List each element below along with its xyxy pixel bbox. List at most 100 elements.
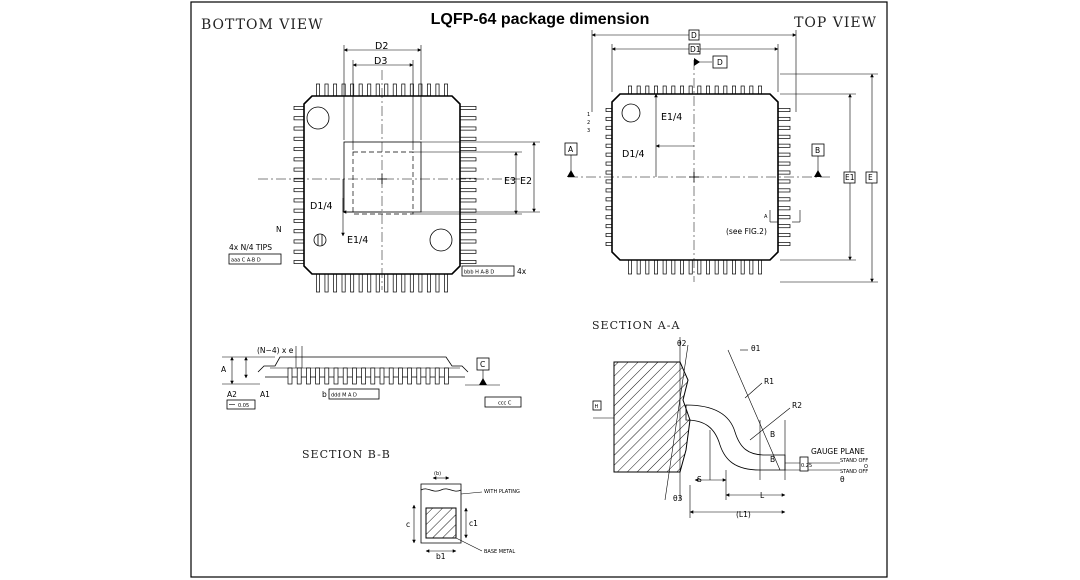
stand-off-1: STAND OFF — [840, 458, 868, 464]
pin-1-label: 1 — [587, 112, 590, 118]
pin-3-label: 3 — [587, 128, 590, 134]
dim-e1-4: E1/4 — [347, 235, 368, 246]
section-a-mark: A — [764, 214, 768, 220]
fcf-ccc: ccc C — [498, 401, 512, 407]
dim-a2: A2 — [227, 390, 237, 399]
lead-pin — [333, 273, 338, 293]
lead-pin — [401, 273, 406, 293]
side-lead — [287, 367, 293, 385]
lead-pin — [418, 273, 423, 293]
side-view: A A2 A1 0.05 (N−4) x e b ddd M A D C ccc… — [221, 346, 522, 410]
b-ref-1: B — [770, 430, 775, 439]
o-label: O — [864, 464, 868, 470]
base-metal-label: BASE METAL — [484, 549, 515, 555]
dim-d1: D1 — [690, 45, 701, 54]
pin-2-label: 2 — [587, 120, 590, 126]
side-lead — [315, 367, 320, 385]
tol-005: 0.05 — [238, 403, 249, 409]
h-datum: H — [595, 404, 599, 410]
section-aa-heading: SECTION A-A — [592, 319, 680, 332]
side-lead — [388, 367, 394, 385]
page-title: LQFP-64 package dimension — [431, 11, 650, 28]
lead-pin — [375, 273, 380, 293]
r1-label: R1 — [764, 377, 774, 386]
dim-a: A — [221, 365, 227, 374]
side-lead — [370, 367, 376, 385]
lead-pin — [367, 273, 372, 293]
lead-pin — [444, 273, 448, 293]
s-label: S — [697, 475, 702, 484]
side-lead — [324, 367, 330, 385]
drawing-frame — [190, 1, 888, 578]
side-lead — [379, 367, 385, 385]
r2-label: R2 — [792, 401, 802, 410]
with-plating-label: WITH PLATING — [484, 489, 520, 495]
side-lead — [342, 367, 348, 385]
dim-e3: E3 — [504, 176, 516, 187]
dim-e1: E1 — [845, 173, 855, 182]
side-lead — [398, 367, 403, 385]
dim-d: D — [691, 31, 697, 40]
tips-fcf: aaa C A-B D — [231, 258, 261, 264]
datum-a: A — [568, 145, 574, 154]
bottom-ejector-mark — [306, 106, 330, 130]
lead-pin — [435, 273, 440, 293]
stand-off-2: STAND OFF — [840, 469, 868, 475]
b-ref-2: B — [770, 455, 775, 464]
l-label: L — [760, 491, 765, 500]
side-lead — [352, 367, 357, 385]
datum-c: C — [480, 360, 485, 369]
side-lead — [434, 367, 440, 385]
b-paren-label: (b) — [434, 471, 441, 477]
pin-n-label: N — [276, 225, 282, 234]
gauge-plane-label: GAUGE PLANE — [811, 447, 865, 456]
dim-d3: D3 — [374, 56, 387, 67]
bottom-view-heading: BOTTOM VIEW — [201, 17, 323, 33]
c1-label: c1 — [469, 519, 478, 528]
side-lead — [444, 367, 449, 385]
theta1-label: θ1 — [751, 344, 761, 353]
gauge-value: 0.25 — [801, 463, 812, 469]
section-bb: (b) WITH PLATING c c1 b1 BASE METAL — [406, 471, 520, 561]
side-lead — [407, 367, 412, 385]
tips-note: 4x N/4 TIPS — [229, 243, 272, 252]
side-lead — [296, 367, 302, 385]
pin1-dot — [621, 103, 641, 123]
side-lead — [306, 367, 311, 385]
exposed-pad-e3 — [352, 151, 414, 215]
lead-pin — [409, 273, 414, 293]
section-bb-heading: SECTION B-B — [302, 448, 391, 461]
side-lead — [333, 367, 339, 385]
top-view: 1 2 3 D D1 D E1/4 D1/4 A B — [564, 29, 878, 283]
section-aa-body — [613, 361, 691, 473]
bottom-view: D2 D3 E3 E2 D1/4 E1/4 N 4x N/4 TIPS aaa … — [228, 41, 540, 293]
exposed-pad-e2 — [343, 141, 422, 213]
side-lead — [416, 367, 422, 385]
dim-b: b — [322, 390, 327, 399]
dim-top-d1-4: D1/4 — [622, 149, 645, 160]
top-view-heading: TOP VIEW — [794, 15, 877, 31]
lead-pin — [350, 273, 355, 293]
side-lead — [425, 367, 431, 385]
pin1-indicator — [313, 233, 327, 247]
dim-e: E — [868, 173, 873, 182]
dim-e2: E2 — [520, 176, 532, 187]
dim-top-e1-4: E1/4 — [661, 112, 682, 123]
dim-d1-4: D1/4 — [310, 201, 333, 212]
theta3-label: θ3 — [673, 494, 683, 503]
side-view-leads — [287, 367, 449, 385]
base-metal-core — [425, 507, 457, 539]
b1-label: b1 — [436, 552, 446, 561]
see-fig2-note: (see FIG.2) — [726, 227, 767, 236]
datum-d: D — [717, 58, 723, 67]
theta-label: θ — [840, 475, 845, 484]
lead-pin — [384, 273, 389, 293]
l1-label: (L1) — [736, 510, 751, 519]
bottom-ejector-mark-2 — [429, 228, 453, 252]
fcf-bbb: bbb H A-B D — [464, 270, 494, 276]
c-label: c — [406, 520, 410, 529]
x4-label: 4x — [517, 267, 527, 276]
datum-b: B — [815, 146, 820, 155]
section-aa: H θ2 θ1 R1 R2 B B GAUGE PLANE 0.25 STAND… — [592, 337, 868, 519]
